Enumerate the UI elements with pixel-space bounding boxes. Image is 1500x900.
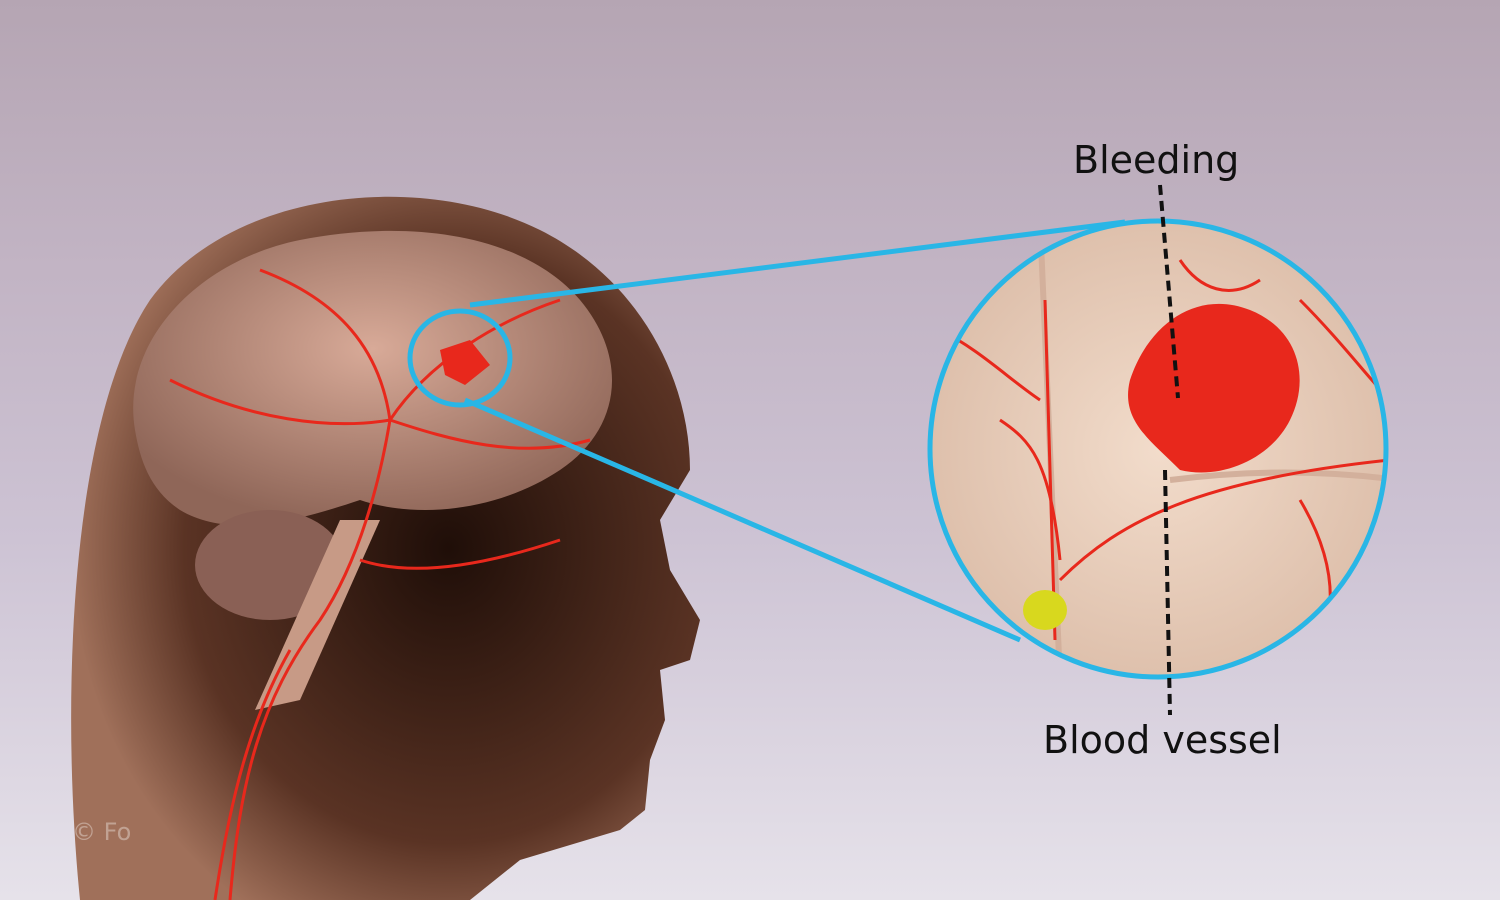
zoomed-view: [930, 221, 1386, 677]
bleeding-label: Bleeding: [1073, 138, 1240, 182]
cerebellum: [195, 510, 345, 620]
bleeding-spot: [440, 340, 490, 385]
callout-lines: [407, 219, 1126, 643]
blood-vessel-label: Blood vessel: [1043, 718, 1282, 762]
blood-vessels: [169, 268, 591, 900]
leader-lines: [1158, 184, 1180, 716]
bleeding-region: [1128, 303, 1300, 473]
zoom-circle: [927, 218, 1389, 680]
watermark: © Fo: [72, 818, 132, 846]
